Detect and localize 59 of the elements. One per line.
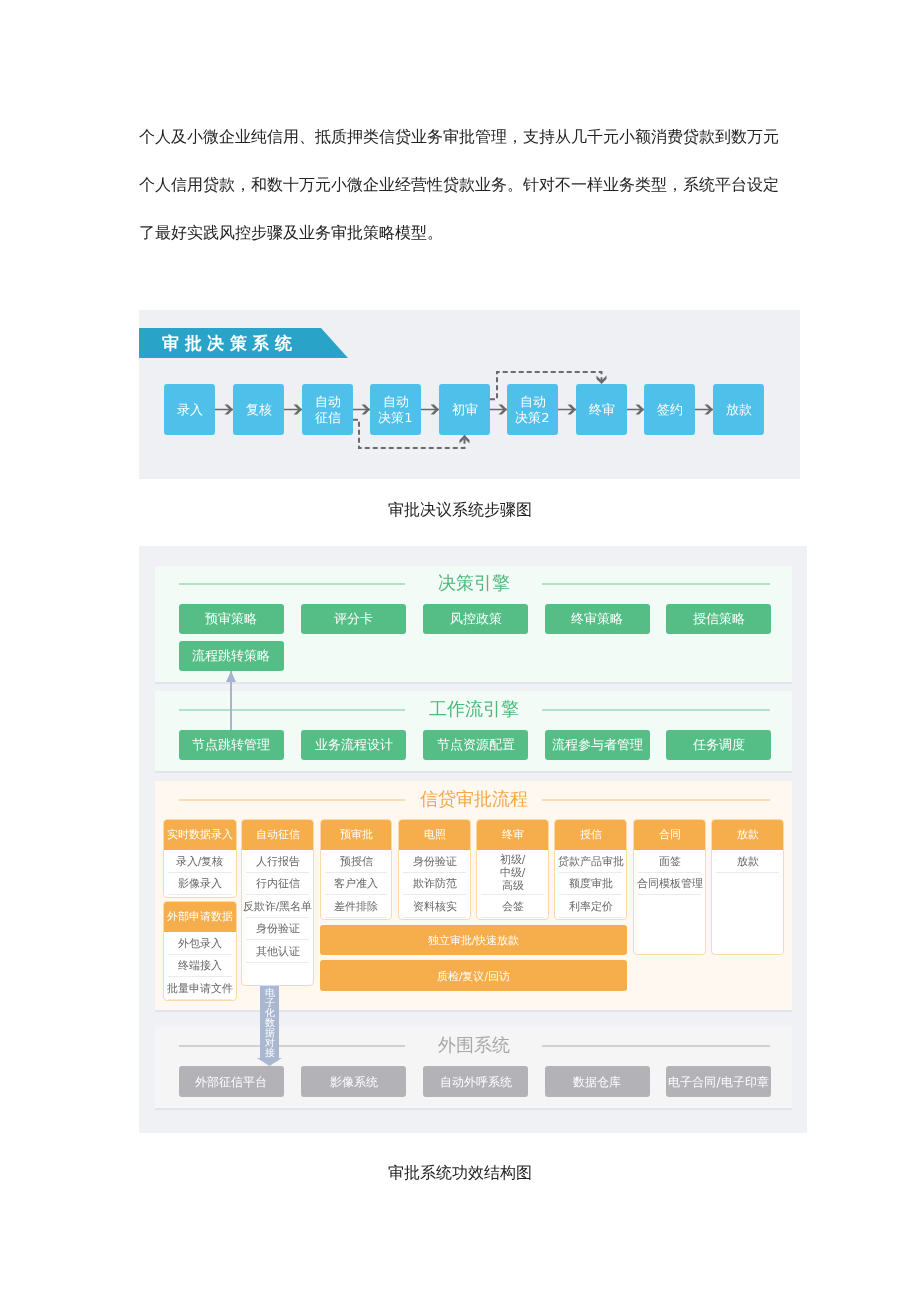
body-text: 个人及小微企业纯信用、抵质押类信贷业务审批管理，支持从几千元小额消费贷款到数万元个人信用贷款，和数十万元小微企业经营性贷款业务。针对不一样业务类型，系统平台设定了最好实践风控步骤及业务审批策略模型。: [139, 126, 780, 244]
module-box: 外部征信平台: [178, 1066, 284, 1097]
title-banner: 审批决策系统: [139, 328, 348, 358]
module-box: 业务流程设计: [301, 730, 406, 760]
module-card: [162, 819, 237, 898]
card-header: 自动征信: [242, 820, 313, 850]
card-header: 授信: [555, 820, 626, 850]
diagram-panel: [139, 310, 800, 479]
figure-caption: 审批决议系统步骤图: [388, 500, 532, 520]
card-header: 实时数据录入: [163, 820, 236, 850]
module-box: 评分卡: [301, 604, 406, 634]
module-card: [162, 901, 237, 1001]
process-box: 初审: [439, 384, 490, 435]
process-box: 录入: [164, 384, 215, 435]
process-box: 终审: [576, 384, 627, 435]
process-box: 签约: [644, 384, 695, 435]
figure-caption: 审批系统功效结构图: [388, 1163, 532, 1183]
process-box: 自动征信: [302, 384, 353, 435]
process-box: 自动决策2: [507, 384, 558, 435]
section-heading: 外围系统: [438, 1034, 510, 1056]
process-box: 复核: [233, 384, 284, 435]
module-box: 节点资源配置: [423, 730, 528, 760]
module-box: 节点跳转管理: [178, 730, 284, 760]
module-card: [241, 819, 314, 986]
section-panel: [155, 691, 792, 773]
module-card: [711, 819, 784, 955]
section-panel: [155, 566, 792, 684]
module-box: 数据仓库: [544, 1066, 650, 1097]
card-header: 合同: [634, 820, 705, 850]
card-header: 放款: [712, 820, 783, 850]
process-box: 放款: [713, 384, 764, 435]
card-header: 预审批: [321, 820, 391, 850]
section-heading: 工作流引擎: [429, 698, 519, 720]
module-box: 自动外呼系统: [423, 1066, 528, 1097]
section-heading: 信贷审批流程: [420, 788, 528, 810]
module-box: 影像系统: [301, 1066, 406, 1097]
module-box: 电子合同/电子印章: [666, 1066, 771, 1097]
module-card: [320, 819, 392, 920]
module-box: 风控政策: [423, 604, 528, 634]
module-bar: 独立审批/快速放款: [320, 925, 627, 955]
card-header: 终审: [477, 820, 548, 850]
process-box: 自动决策1: [370, 384, 421, 435]
module-box: 任务调度: [666, 730, 771, 760]
section-heading: 决策引擎: [438, 572, 510, 594]
card-header: 电照: [399, 820, 470, 850]
module-card: [476, 819, 549, 920]
module-card: [398, 819, 471, 920]
section-panel: [155, 1027, 792, 1110]
module-box: 流程跳转策略: [178, 641, 284, 671]
module-card: [554, 819, 627, 920]
module-bar: 质检/复议/回访: [320, 960, 627, 991]
arrow: [226, 670, 236, 731]
module-box: 终审策略: [544, 604, 650, 634]
module-card: [633, 819, 706, 955]
card-header: 外部申请数据: [163, 902, 236, 932]
edge-label: 电子化数据对接: [264, 988, 275, 1058]
module-box: 授信策略: [666, 604, 771, 634]
module-box: 流程参与者管理: [544, 730, 650, 760]
module-box: 预审策略: [178, 604, 284, 634]
